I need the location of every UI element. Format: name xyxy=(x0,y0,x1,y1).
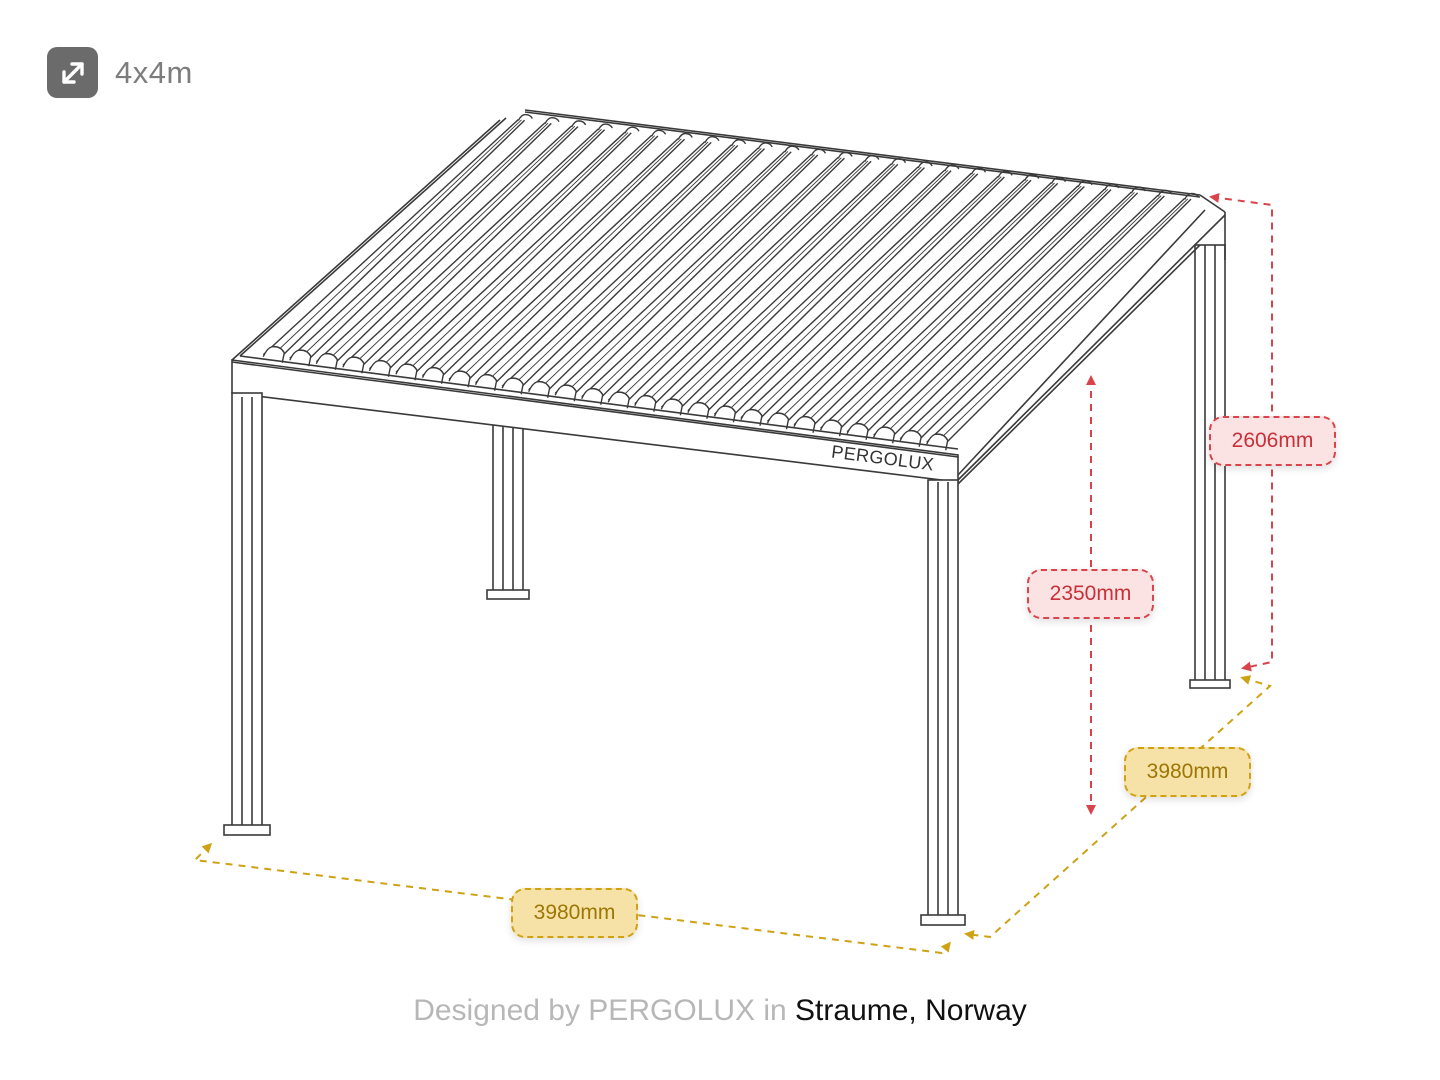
louvre-blade xyxy=(262,113,533,363)
louvre-blade xyxy=(634,158,907,412)
louvre-blade xyxy=(873,186,1146,444)
total-height-label: 2606mm xyxy=(1209,416,1336,466)
louvre-blade xyxy=(581,151,853,405)
post-front-left xyxy=(223,392,271,836)
louvre-blade xyxy=(315,120,587,370)
credit-line: Designed by PERGOLUX in Straume, Norway xyxy=(0,994,1440,1028)
dimension-depth-line xyxy=(964,675,1273,940)
louvre-blade xyxy=(289,117,560,367)
clear-height-label: 2350mm xyxy=(1027,569,1154,619)
louvre-blade xyxy=(395,129,667,381)
louvre-blade xyxy=(687,164,960,419)
width-label: 3980mm xyxy=(511,888,638,938)
louvre-blade xyxy=(846,183,1120,440)
size-badge: 4x4m xyxy=(47,47,193,98)
louvre-blade xyxy=(660,161,933,416)
expand-arrows-icon xyxy=(47,47,98,98)
louvre-blade xyxy=(528,145,800,398)
louvre-blade xyxy=(474,139,747,391)
credit-prefix: Designed by PERGOLUX in xyxy=(413,994,787,1027)
louvre-blade xyxy=(448,135,720,388)
depth-label: 3980mm xyxy=(1124,747,1251,797)
louvre-blade xyxy=(766,173,1040,430)
louvre-blade xyxy=(607,154,880,409)
louvre-blade xyxy=(793,176,1067,433)
louvre-blade xyxy=(342,123,613,374)
louvre-blade xyxy=(501,142,773,395)
louvre-blade xyxy=(368,126,640,377)
post-back-left xyxy=(486,424,530,600)
post-back-right xyxy=(1189,244,1231,689)
louvre-blade xyxy=(819,180,1093,437)
louvre-blade xyxy=(421,132,693,384)
size-label: 4x4m xyxy=(115,54,193,90)
louvre-blade xyxy=(740,170,1013,426)
louvre-blade xyxy=(926,192,1200,451)
credit-place: Straume, Norway xyxy=(795,994,1027,1027)
louvre-blade xyxy=(554,148,827,402)
louvre-blade xyxy=(899,189,1173,447)
post-front-right xyxy=(920,479,966,926)
louvre-blade xyxy=(713,167,987,423)
roof-louvres xyxy=(262,113,1200,451)
